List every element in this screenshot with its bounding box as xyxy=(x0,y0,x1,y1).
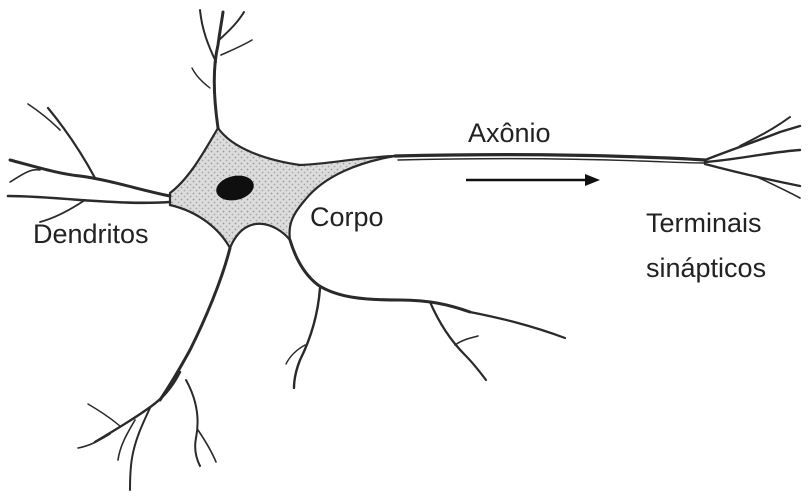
dendrite-lower-right xyxy=(286,240,565,388)
dendrite-lower-left xyxy=(78,248,230,490)
cell-body-label: Corpo xyxy=(310,204,384,231)
synaptic-terminals xyxy=(705,117,800,198)
synaptic-terminals-label-line1: Terminais xyxy=(646,210,762,237)
axon-direction-arrow xyxy=(466,174,600,186)
dendrite-left xyxy=(8,104,170,222)
dendrites-label: Dendritos xyxy=(33,221,149,248)
dendrite-upper xyxy=(192,10,252,128)
synaptic-terminals-label-line2: sinápticos xyxy=(646,255,766,282)
axon-label: Axônio xyxy=(468,120,551,147)
axon xyxy=(395,155,705,163)
